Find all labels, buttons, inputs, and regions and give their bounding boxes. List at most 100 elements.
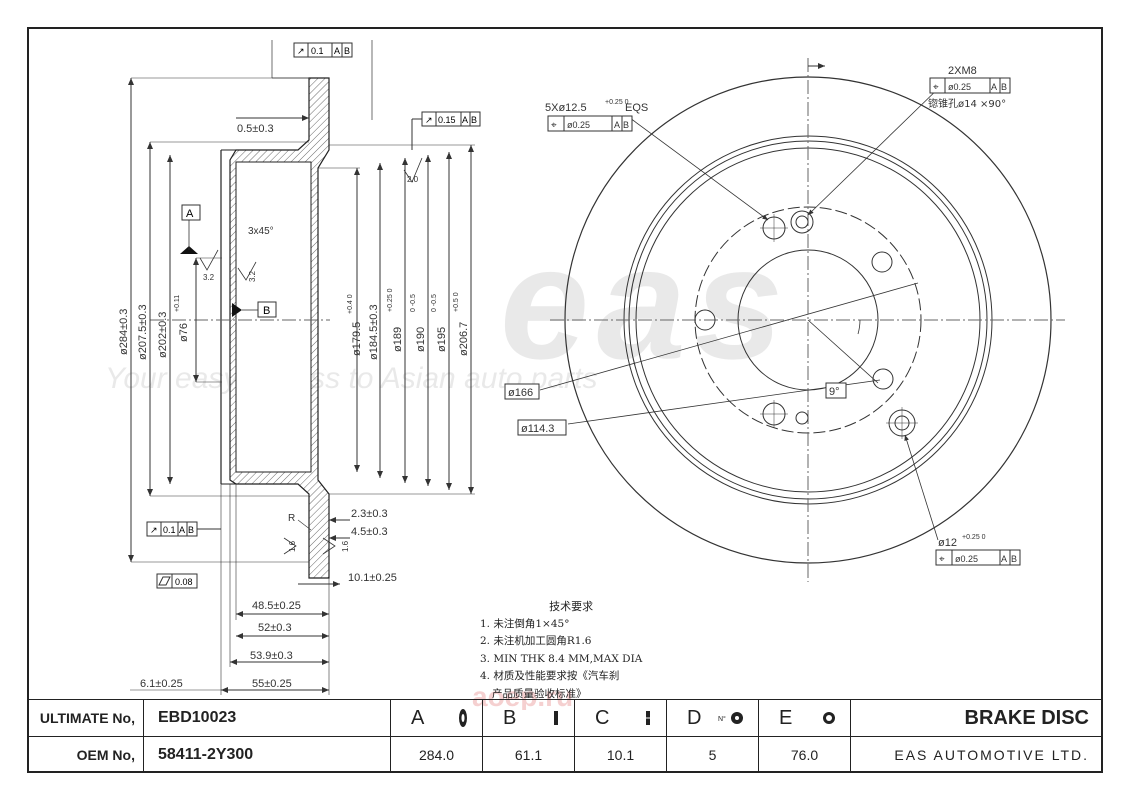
tolerance-frame-left: ↗ 0.1 A B [146,521,221,537]
svg-text:N°: N° [718,715,726,723]
svg-text:A: A [186,208,194,220]
bolt-position-frame: ⌖ ø0.25 A B [547,115,633,132]
center-bore-icon [823,712,835,724]
svg-text:ø179.5: ø179.5 [351,322,363,356]
svg-text:0 -0.5: 0 -0.5 [410,294,417,312]
value-c: 10.1 [575,737,667,773]
disc-diameter-icon [459,709,467,727]
drawing-sheet [27,27,1103,773]
svg-text:0.15: 0.15 [438,115,456,125]
technical-notes: 技术要求 1. 未注倒角1×45° 2. 未注机加工圆角R1.6 3. MIN … [480,598,642,703]
side-dimension-labels: ø284±0.3 ø207.5±0.3 ø202±0.3 ø76 +0.11 ø… [118,123,470,690]
svg-text:2.0: 2.0 [407,175,419,184]
svg-text:ø0.25: ø0.25 [567,120,590,130]
svg-text:ø166: ø166 [508,387,533,399]
svg-text:B: B [1001,82,1007,92]
svg-text:6.1±0.25: 6.1±0.25 [140,678,183,690]
product-title: BRAKE DISC [964,706,1089,729]
svg-text:B: B [1011,554,1017,564]
value-e: 76.0 [759,737,851,773]
note-item: 3. MIN THK 8.4 MM,MAX DIA [480,652,643,665]
svg-text:A: A [614,120,620,130]
svg-text:A: A [991,82,997,92]
param-c: C [575,700,667,736]
note-item: 1. 未注倒角1×45° [480,617,570,630]
flatness-icon [158,576,171,586]
svg-text:ø189: ø189 [392,327,404,352]
company-name: EAS AUTOMOTIVE LTD. [894,747,1089,763]
svg-text:ø195: ø195 [436,327,448,352]
value-d: 5 [667,737,759,773]
runout-icon: ↗ [297,46,305,56]
dia-114-box: ø114.3 [517,419,567,436]
svg-text:ø207.5±0.3: ø207.5±0.3 [137,304,149,360]
tolerance-frame-right: ↗ 0.15 A B [411,111,481,150]
svg-text:0.1: 0.1 [163,525,176,535]
svg-text:ø202±0.3: ø202±0.3 [157,312,169,358]
svg-text:B: B [623,120,629,130]
note-item: 4. 材质及性能要求按《汽车刹 [480,670,620,682]
svg-text:B: B [188,525,194,535]
param-d: D N° [667,700,759,736]
svg-text:ø190: ø190 [415,327,427,352]
flatness-frame: 0.08 [156,573,198,589]
datum-b-box: B [257,301,277,318]
technical-drawing: eas Your easy access to Asian auto parts… [105,40,1065,710]
watermark: eas Your easy access to Asian auto parts [105,213,783,395]
svg-text:0.08: 0.08 [175,577,193,587]
svg-text:48.5±0.25: 48.5±0.25 [252,600,301,612]
svg-text:+0.4 0: +0.4 0 [347,294,354,314]
dia-166-box: ø166 [504,383,540,400]
notes-title: 技术要求 [549,600,594,613]
bolt-holes-icon: N° [718,712,743,724]
value-b: 61.1 [483,737,575,773]
ultimate-label: ULTIMATE No, [27,700,144,736]
runout-icon: ↗ [150,525,158,535]
svg-text:2.3±0.3: 2.3±0.3 [351,508,388,520]
datum-a-box: A [181,204,201,221]
svg-text:55±0.25: 55±0.25 [252,678,292,690]
svg-text:3.2: 3.2 [248,270,257,282]
table-row-ultimate: ULTIMATE No, EBD10023 A B C D N° E BRAKE… [27,699,1103,736]
svg-text:A: A [334,46,340,56]
svg-text:ø284±0.3: ø284±0.3 [118,309,130,355]
svg-text:ø0.25: ø0.25 [948,82,971,92]
note-item: 产品质量验收标准》 [492,687,587,700]
svg-text:2XM8: 2XM8 [948,65,977,77]
disc-thickness-icon [644,711,652,725]
svg-text:4.5±0.3: 4.5±0.3 [351,526,388,538]
svg-text:1.6: 1.6 [341,540,350,552]
svg-text:A: A [179,525,185,535]
front-annotations: 5Xø12.5 +0.25 0 EQS ⌖ ø0.25 A B 2XM8 ⌖ ø… [504,65,1021,566]
svg-text:0 -0.5: 0 -0.5 [431,294,438,312]
svg-text:+0.25 0: +0.25 0 [387,288,394,312]
position-icon: ⌖ [551,120,557,131]
svg-text:+0.5 0: +0.5 0 [453,292,460,312]
svg-text:A: A [462,115,468,125]
svg-text:ø12: ø12 [938,537,957,549]
svg-text:B: B [471,115,477,125]
oem-label: OEM No, [27,737,144,773]
param-b: B [483,700,575,736]
hole-position-frame: ⌖ ø0.25 A B [935,549,1021,566]
svg-text:1.6: 1.6 [288,540,297,552]
svg-text:3x45°: 3x45° [248,226,274,237]
table-row-oem: OEM No, 58411-2Y300 284.0 61.1 10.1 5 76… [27,736,1103,773]
param-a: A [391,700,483,736]
svg-text:+0.25 0: +0.25 0 [962,534,986,541]
svg-text:0.1: 0.1 [311,46,324,56]
svg-text:R: R [288,513,295,524]
svg-text:ø76: ø76 [178,323,190,342]
svg-text:+0.11: +0.11 [174,295,181,312]
svg-text:锪锥孔ø14 ×90°: 锪锥孔ø14 ×90° [928,97,1006,110]
watermark-site: aoep.ru [472,681,573,710]
svg-text:ø0.25: ø0.25 [955,554,978,564]
svg-text:53.9±0.3: 53.9±0.3 [250,650,293,662]
oem-code: 58411-2Y300 [144,737,391,773]
svg-text:ø184.5±0.3: ø184.5±0.3 [368,304,380,360]
svg-text:+0.25 0: +0.25 0 [605,99,629,106]
svg-text:B: B [263,305,270,317]
svg-text:3.2: 3.2 [203,273,215,282]
runout-icon: ↗ [425,115,433,125]
param-e: E [759,700,851,736]
